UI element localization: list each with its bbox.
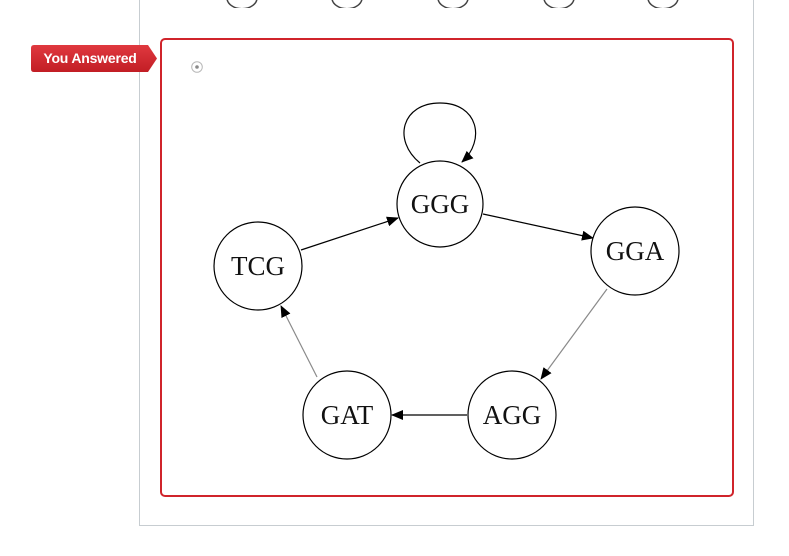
node-label: GGA	[606, 236, 665, 266]
node-TCG: TCG	[213, 221, 303, 311]
node-label: AGG	[483, 400, 542, 430]
node-GAT: GAT	[302, 370, 392, 460]
edge-GGG-GGA	[482, 213, 594, 241]
node-label: GAT	[321, 400, 374, 430]
edge-TCG-GGG	[300, 216, 399, 251]
edge-GAT-TCG	[280, 305, 318, 378]
previous-answer-options-partial	[140, 0, 753, 8]
node-label: GGG	[411, 189, 470, 219]
you-answered-label: You Answered	[43, 50, 137, 66]
flag-shape	[31, 45, 157, 72]
edge-GGA-AGG	[540, 288, 608, 380]
answer-radio-button[interactable]	[191, 60, 203, 73]
edge-GGG-GGG-loop	[403, 102, 477, 164]
node-AGG: AGG	[467, 370, 557, 460]
node-GGG: GGG	[396, 160, 484, 248]
radio-selected-icon	[191, 61, 203, 73]
node-label: TCG	[231, 251, 285, 281]
you-answered-flag: You Answered	[31, 45, 157, 72]
node-GGA: GGA	[590, 206, 680, 296]
